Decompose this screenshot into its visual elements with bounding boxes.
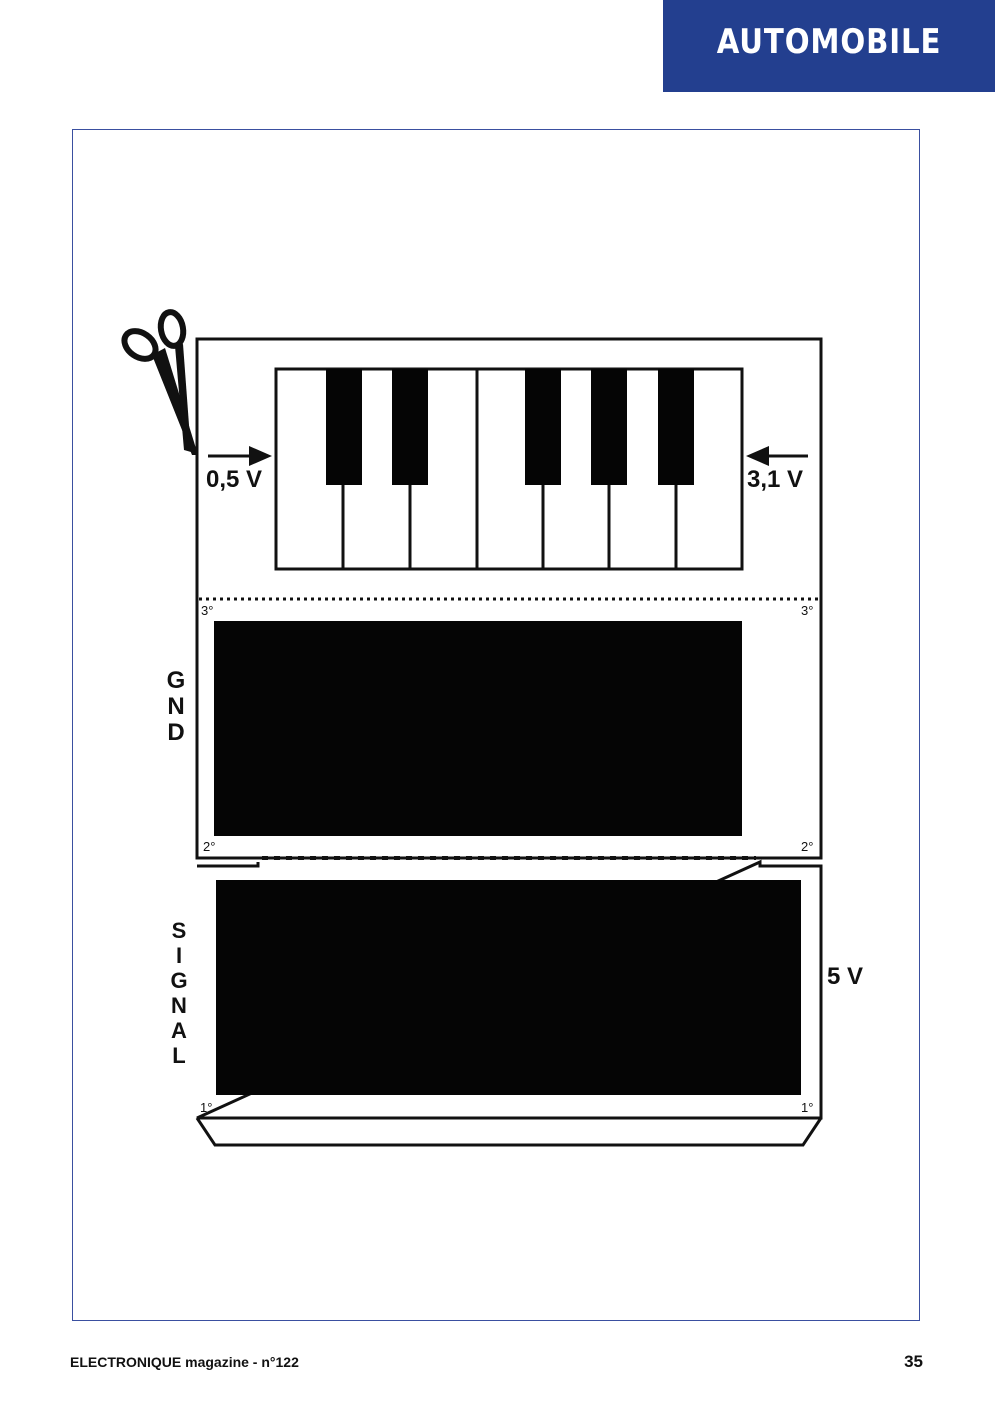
svg-text:N: N <box>167 693 184 720</box>
section-tab: AUTOMOBILE <box>663 0 995 92</box>
fold-mark-3-right: 3° <box>801 603 813 618</box>
scissors-icon <box>121 309 198 455</box>
supply-voltage-label: 5 V <box>827 963 863 990</box>
fold-mark-2-left: 2° <box>203 839 215 854</box>
svg-text:A: A <box>171 1018 187 1043</box>
right-voltage-label: 3,1 V <box>747 466 803 493</box>
svg-text:G: G <box>167 667 186 694</box>
svg-text:S: S <box>172 918 187 943</box>
fold-mark-1-left: 1° <box>200 1100 212 1115</box>
signal-label: S I G N A L <box>170 918 187 1068</box>
footer-magazine: ELECTRONIQUE magazine - n°122 <box>70 1354 299 1370</box>
svg-text:I: I <box>176 943 182 968</box>
gnd-track <box>214 621 742 836</box>
fold-mark-1-right: 1° <box>801 1100 813 1115</box>
svg-text:N: N <box>171 993 187 1018</box>
svg-text:D: D <box>167 719 184 746</box>
fold-mark-2-right: 2° <box>801 839 813 854</box>
fold-mark-3-left: 3° <box>201 603 213 618</box>
template-bottom-tab <box>195 1117 823 1147</box>
figure-frame <box>72 129 920 1321</box>
gnd-label: G N D <box>167 667 186 746</box>
left-voltage-label: 0,5 V <box>206 466 262 493</box>
signal-track <box>216 880 801 1095</box>
piano-keyboard <box>274 367 744 571</box>
arrow-left-icon <box>746 446 808 466</box>
footer-page-number: 35 <box>904 1352 923 1371</box>
svg-text:L: L <box>172 1043 185 1068</box>
section-title: AUTOMOBILE <box>716 22 942 62</box>
svg-text:G: G <box>170 968 187 993</box>
template-outline-top <box>195 337 823 860</box>
arrow-right-icon <box>208 446 272 466</box>
